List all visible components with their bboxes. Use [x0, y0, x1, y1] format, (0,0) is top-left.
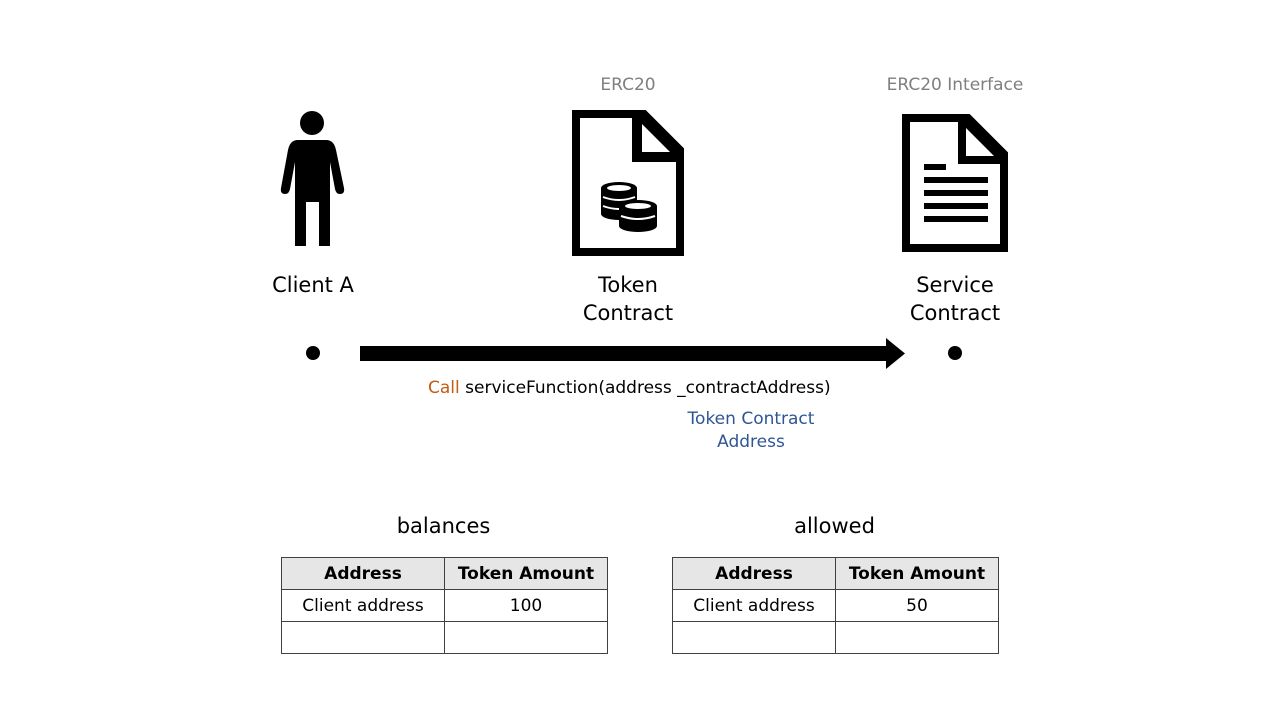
token-contract-document-icon [572, 110, 684, 256]
table-header-row: Address Token Amount [281, 557, 608, 590]
call-signature: serviceFunction(address _contractAddress… [465, 378, 831, 398]
cell-amount: 100 [444, 589, 608, 622]
header-token-amount: Token Amount [444, 557, 608, 590]
service-dot [948, 346, 962, 360]
call-arrow [360, 338, 905, 369]
cell-address [281, 621, 445, 654]
person-icon [280, 111, 345, 246]
client-dot [306, 346, 320, 360]
cell-address: Client address [672, 589, 836, 622]
token-contract-label-line2: Contract [582, 301, 674, 325]
token-contract-caption: ERC20 [600, 75, 656, 95]
service-contract-document-icon [902, 114, 1008, 252]
balances-table: Address Token Amount Client address 100 [281, 557, 608, 654]
balances-title: balances [396, 514, 491, 538]
client-label: Client A [272, 273, 354, 297]
cell-address [672, 621, 836, 654]
service-contract-label-line2: Contract [909, 301, 1001, 325]
cell-amount [835, 621, 999, 654]
coins-icon [601, 182, 657, 232]
table-row [672, 621, 999, 654]
token-contract-label: Token Contract [553, 271, 703, 327]
cell-address: Client address [281, 589, 445, 622]
allowed-title: allowed [794, 514, 875, 538]
table-row [281, 621, 608, 654]
allowed-table: Address Token Amount Client address 50 [672, 557, 999, 654]
call-keyword: Call [428, 378, 460, 398]
call-text: Call serviceFunction(address _contractAd… [428, 378, 831, 398]
param-note: Token Contract Address [660, 408, 842, 454]
table-row: Client address 50 [672, 589, 999, 622]
token-contract-label-line1: Token [598, 273, 658, 297]
service-contract-label: Service Contract [880, 271, 1030, 327]
table-row: Client address 100 [281, 589, 608, 622]
service-contract-caption: ERC20 Interface [886, 75, 1024, 95]
cell-amount: 50 [835, 589, 999, 622]
cell-amount [444, 621, 608, 654]
header-address: Address [281, 557, 445, 590]
service-contract-label-line1: Service [916, 273, 994, 297]
header-address: Address [672, 557, 836, 590]
param-note-line2: Address [717, 432, 785, 452]
param-note-line1: Token Contract [687, 409, 815, 429]
table-header-row: Address Token Amount [672, 557, 999, 590]
header-token-amount: Token Amount [835, 557, 999, 590]
